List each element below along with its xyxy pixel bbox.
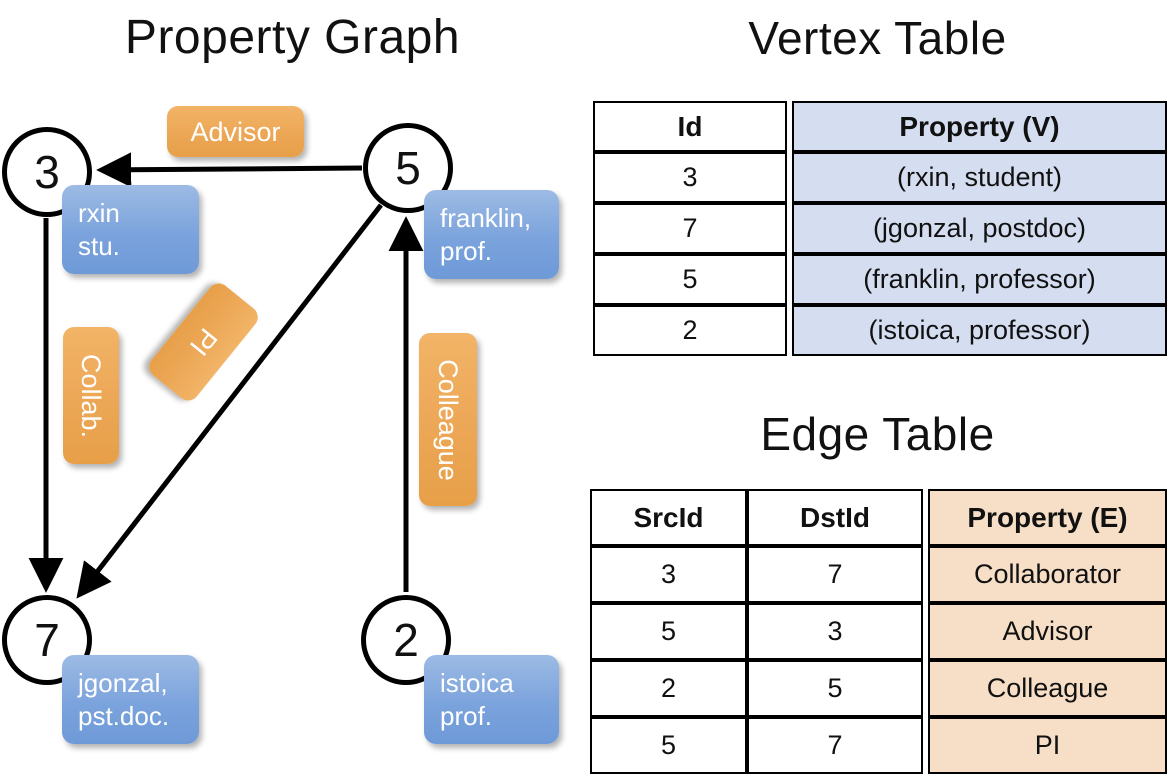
vertex-property-line-1: rxin	[78, 198, 120, 228]
table-row: 2 (istoica, professor)	[593, 305, 1167, 356]
edge-dst-cell: 3	[747, 603, 923, 660]
vertex-id-cell: 3	[593, 152, 787, 203]
vertex-table-header-property: Property (V)	[792, 101, 1167, 152]
table-row: 5 (franklin, professor)	[593, 254, 1167, 305]
vertex-property-callout-rxin: rxin stu.	[62, 185, 199, 274]
vertex-property-cell: (franklin, professor)	[792, 254, 1167, 305]
graph-edge-lines	[28, 152, 424, 599]
edge-src-cell: 5	[590, 603, 747, 660]
edge-label-text-collab: Collab.	[76, 353, 107, 438]
edge-dst-cell: 7	[747, 717, 923, 774]
table-header-row: Id Property (V)	[593, 101, 1167, 152]
graph-node-5-label: 5	[395, 142, 421, 194]
edge-label-text-pi: PI	[183, 322, 224, 362]
edge-property-cell: Collaborator	[928, 546, 1167, 603]
edge-label-text-advisor: Advisor	[190, 116, 281, 147]
vertex-property-callout-istoica: istoica prof.	[424, 655, 559, 744]
table-row: 3 7 Collaborator	[590, 546, 1167, 603]
edge-label-chip-colleague: Colleague	[419, 333, 477, 506]
edge-label-text-colleague: Colleague	[433, 358, 463, 481]
edge-label-chip-advisor: Advisor	[167, 106, 304, 157]
vertex-property-cell: (jgonzal, postdoc)	[792, 203, 1167, 254]
table-row: 3 (rxin, student)	[593, 152, 1167, 203]
section-title-edge-table: Edge Table	[760, 408, 995, 460]
vertex-property-line-2: prof.	[440, 236, 493, 266]
edge-dst-cell: 7	[747, 546, 923, 603]
edge-table-header-dstid: DstId	[747, 489, 923, 546]
table-row: 7 (jgonzal, postdoc)	[593, 203, 1167, 254]
page-title-property-graph: Property Graph	[124, 11, 461, 64]
edge-table-header-srcid: SrcId	[590, 489, 747, 546]
edge-table-header-property: Property (E)	[928, 489, 1167, 546]
vertex-table-header-id: Id	[593, 101, 787, 152]
table-row: 2 5 Colleague	[590, 660, 1167, 717]
vertex-property-cell: (istoica, professor)	[792, 305, 1167, 356]
vertex-property-line-2: pst.doc.	[78, 701, 170, 731]
vertex-id-cell: 5	[593, 254, 787, 305]
section-title-vertex-table: Vertex Table	[748, 12, 1007, 64]
edge-property-cell: Advisor	[928, 603, 1167, 660]
vertex-property-line-2: prof.	[440, 701, 493, 731]
vertex-property-cell: (rxin, student)	[792, 152, 1167, 203]
vertex-property-callout-jgonzal: jgonzal, pst.doc.	[62, 655, 199, 744]
edge-property-cell: Colleague	[928, 660, 1167, 717]
edge-property-cell: PI	[928, 717, 1167, 774]
table-row: 5 7 PI	[590, 717, 1167, 774]
edge-dst-cell: 5	[747, 660, 923, 717]
edge-src-cell: 5	[590, 717, 747, 774]
edge-line-pi	[76, 203, 383, 599]
vertex-property-line-2: stu.	[78, 231, 120, 261]
graph-node-5[interactable]: 5	[363, 123, 453, 213]
vertex-property-line-1: franklin,	[440, 203, 532, 233]
vertex-property-line-1: istoica	[440, 668, 514, 698]
property-graph-diagram: 3 5 7 2 rxin stu. franklin, prof. jgonza…	[0, 0, 585, 760]
graph-node-7-label: 7	[34, 614, 60, 666]
graph-node-3-label: 3	[34, 146, 60, 198]
edge-src-cell: 2	[590, 660, 747, 717]
edge-src-cell: 3	[590, 546, 747, 603]
vertex-property-callout-franklin: franklin, prof.	[424, 190, 559, 279]
table-row: 5 3 Advisor	[590, 603, 1167, 660]
table-header-row: SrcId DstId Property (E)	[590, 489, 1167, 546]
edge-table: SrcId DstId Property (E) 3 7 Collaborato…	[590, 489, 1167, 774]
graph-node-2-label: 2	[393, 614, 419, 666]
vertex-property-line-1: jgonzal,	[78, 668, 168, 698]
edge-line-advisor	[96, 152, 363, 188]
graph-node-2[interactable]: 2	[361, 595, 451, 685]
vertex-id-cell: 2	[593, 305, 787, 356]
edge-label-chip-collab: Collab.	[63, 327, 119, 464]
vertex-table: Id Property (V) 3 (rxin, student) 7 (jgo…	[593, 101, 1167, 356]
vertex-id-cell: 7	[593, 203, 787, 254]
